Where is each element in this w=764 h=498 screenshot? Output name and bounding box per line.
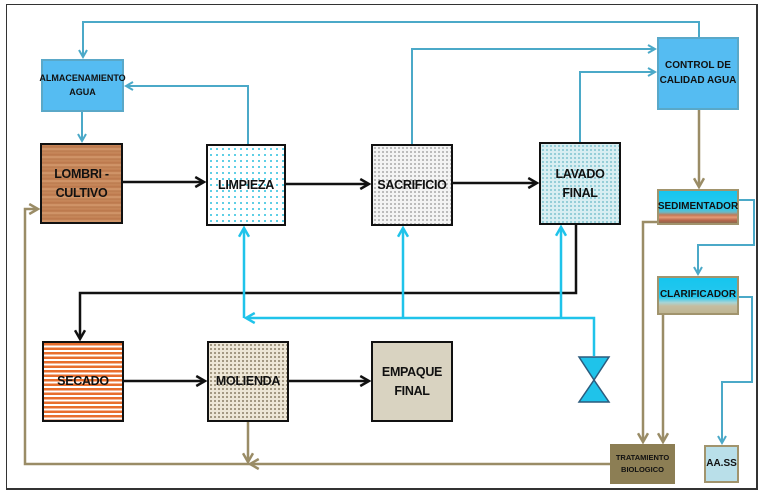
node-label-line: AA.SS xyxy=(706,457,737,469)
node-sacrificio[interactable]: SACRIFICIO xyxy=(371,144,453,226)
edge-lavado-control xyxy=(579,67,658,142)
node-label-line: ALMACENAMIENTO xyxy=(39,73,126,84)
node-label-line: LAVADO xyxy=(555,167,605,182)
node-label-line: FINAL xyxy=(562,185,598,200)
node-label-line: SACRIFICIO xyxy=(377,177,447,192)
node-label-line: EMPAQUE xyxy=(381,365,443,380)
node-lombricultivo[interactable]: LOMBRI - CULTIVO xyxy=(40,143,123,224)
node-label-line: SEDIMENTADOR xyxy=(657,200,739,212)
node-aass[interactable]: AA.SS xyxy=(704,445,739,483)
node-label-line: CONTROL DE xyxy=(665,60,731,71)
node-label-line: FINAL xyxy=(394,383,430,398)
node-empaque-final[interactable]: EMPAQUE FINAL xyxy=(371,341,453,422)
node-secado[interactable]: SECADO xyxy=(42,341,124,422)
node-limpieza[interactable]: LIMPIEZA xyxy=(206,144,286,226)
edge-sedimentador-tratamiento xyxy=(636,220,657,445)
node-label-line: AGUA xyxy=(69,86,96,97)
edge-valve-main xyxy=(243,311,596,356)
node-label-line: LOMBRI - xyxy=(54,167,109,182)
edge-control-almacenamiento xyxy=(78,21,700,60)
node-sedimentador[interactable]: SEDIMENTADOR xyxy=(657,189,739,225)
node-almacenamiento-agua[interactable]: ALMACENAMIENTO AGUA xyxy=(39,59,126,112)
edge-clarificador-aass xyxy=(717,296,753,446)
node-label-line: LIMPIEZA xyxy=(218,177,274,192)
edge-sacrificio-control xyxy=(411,44,658,144)
node-label-line: MOLIENDA xyxy=(215,374,281,389)
node-label-line: CLARIFICADOR xyxy=(659,289,737,301)
node-label-line: CULTIVO xyxy=(55,185,108,200)
node-clarificador[interactable]: CLARIFICADOR xyxy=(657,276,739,315)
node-tratamiento-biologico[interactable]: TRATAMIENTO BIOLOGICO xyxy=(610,444,675,484)
node-lavado-final[interactable]: LAVADO FINAL xyxy=(539,142,621,225)
edge-lavado-secado xyxy=(73,225,578,342)
node-label-line: TRATAMIENTO xyxy=(615,453,670,462)
valve-icon[interactable] xyxy=(577,356,611,403)
node-label-line: SECADO xyxy=(57,374,109,389)
edge-return-lombricultivo xyxy=(23,202,250,466)
node-label-line: CALIDAD AGUA xyxy=(659,74,737,86)
edge-limpieza-almacenamiento xyxy=(123,81,249,144)
edge-sedimentador-clarificador xyxy=(693,199,755,277)
node-molienda[interactable]: MOLIENDA xyxy=(207,341,289,422)
node-control-calidad-agua[interactable]: CONTROL DE CALIDAD AGUA xyxy=(657,37,739,110)
node-label-line: BIOLOGICO xyxy=(621,465,664,474)
